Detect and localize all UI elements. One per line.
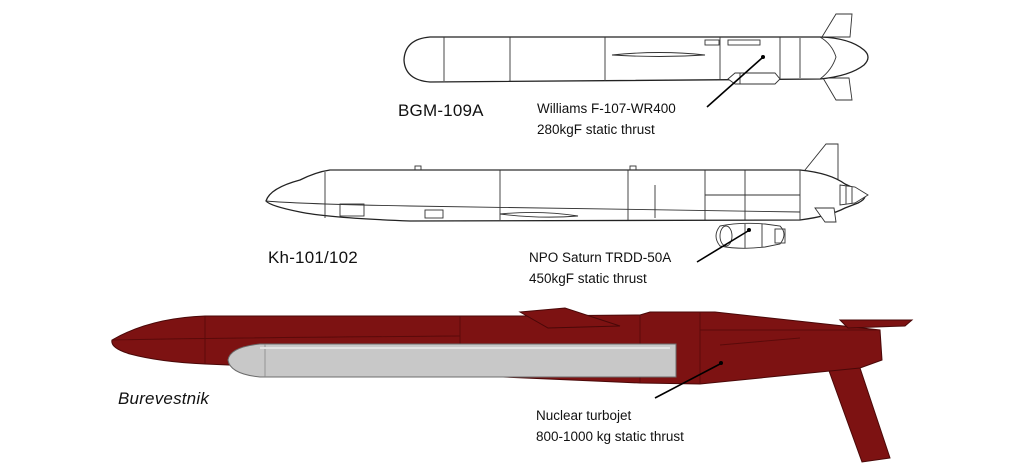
- burevestnik-leader: [654, 363, 721, 399]
- bgm109a-leader: [706, 57, 763, 108]
- bgm109a-tail-fin-bottom: [822, 77, 853, 101]
- kh101-name: Kh-101/102: [268, 248, 358, 267]
- burevestnik-lower-fin: [827, 361, 891, 463]
- burevestnik-engine: Nuclear turbojet: [536, 408, 632, 423]
- kh101-leader: [696, 230, 749, 263]
- burevestnik-spec: Nuclear turbojet 800-1000 kg static thru…: [536, 405, 684, 447]
- burevestnik-wing: [518, 307, 621, 329]
- bgm109a-thrust: 280kgF static thrust: [537, 122, 655, 137]
- kh101-tail-cone: [839, 184, 869, 206]
- bgm109a-engine: Williams F-107-WR400: [537, 101, 676, 116]
- kh101-spec: NPO Saturn TRDD-50A 450kgF static thrust: [529, 247, 671, 289]
- burevestnik-booster: [227, 343, 677, 378]
- kh101-body: [265, 169, 866, 222]
- bgm109a-tail-fin-top: [821, 13, 853, 38]
- bgm109a-body: [403, 36, 869, 83]
- bgm109a-name: BGM-109A: [398, 101, 484, 120]
- kh101-engine-pod: [715, 222, 785, 249]
- kh101-engine: NPO Saturn TRDD-50A: [529, 250, 672, 265]
- kh101-lower-fin: [814, 207, 837, 223]
- bgm109a-drawing: [403, 13, 869, 101]
- kh101-thrust: 450kgF static thrust: [529, 271, 647, 286]
- kh101-drawing: [265, 143, 869, 249]
- burevestnik-name: Burevestnik: [118, 389, 210, 408]
- burevestnik-top-fin: [838, 319, 914, 329]
- bgm109a-spec: Williams F-107-WR400 280kgF static thrus…: [537, 98, 676, 140]
- burevestnik-drawing: [111, 307, 914, 463]
- burevestnik-thrust: 800-1000 kg static thrust: [536, 429, 684, 444]
